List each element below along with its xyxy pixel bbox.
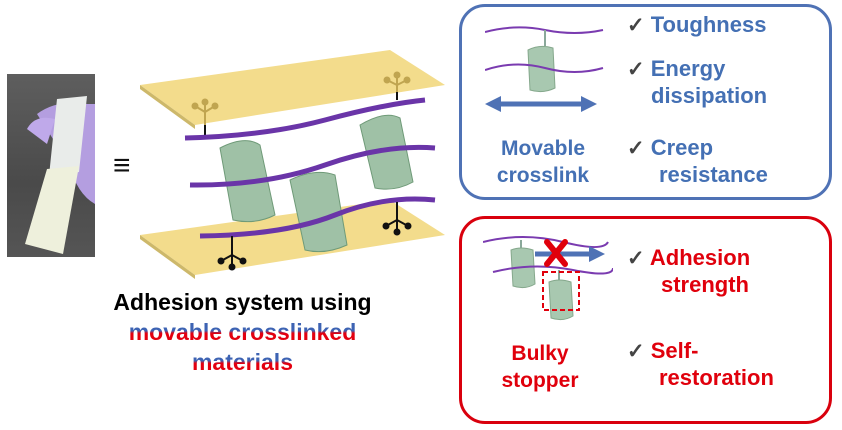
movable-crosslink-illustration bbox=[485, 26, 604, 112]
caption-line-2: movable crosslinked bbox=[128, 319, 357, 345]
caption-line-1: Adhesion system using bbox=[113, 289, 372, 315]
feature-creep-resistance: ✓ Creep resistance bbox=[627, 135, 768, 187]
anchor-bottom-left bbox=[217, 236, 247, 271]
stopper-highlight-box bbox=[542, 271, 580, 311]
gloved-hand-image bbox=[25, 96, 95, 254]
top-substrate bbox=[140, 50, 445, 125]
caption-line-3: materials bbox=[191, 349, 293, 375]
feature-adhesion-strength: ✓ Adhesion strength bbox=[627, 245, 751, 297]
movable-crosslink-panel bbox=[459, 4, 832, 200]
anchor-top-right bbox=[383, 71, 411, 100]
checkmark-icon: ✓ bbox=[627, 137, 645, 160]
polymer-chain-middle bbox=[189, 144, 436, 188]
movable-crosslink-label: Movable crosslink bbox=[496, 137, 590, 187]
sample-photo bbox=[7, 74, 95, 257]
feature-toughness: ✓ Toughness bbox=[627, 12, 767, 37]
bulky-stopper-panel bbox=[459, 216, 832, 424]
checkmark-icon: ✓ bbox=[627, 58, 645, 81]
double-arrow-icon bbox=[485, 96, 597, 112]
cross-mark-icon bbox=[544, 239, 568, 267]
polymer-chain-top bbox=[184, 97, 426, 141]
feature-self-restoration: ✓ Self- restoration bbox=[627, 338, 774, 390]
bulky-stopper-label: Bulky stopper bbox=[501, 342, 579, 392]
adhesion-schematic bbox=[140, 50, 445, 279]
bottom-substrate bbox=[140, 200, 445, 275]
checkmark-icon: ✓ bbox=[627, 14, 645, 37]
figure-caption: Adhesion system using movable crosslinke… bbox=[70, 287, 415, 377]
equivalence-symbol: ≡ bbox=[113, 149, 131, 182]
checkmark-icon: ✓ bbox=[627, 247, 645, 270]
arrow-right-icon bbox=[535, 246, 605, 262]
anchor-top-left bbox=[191, 98, 219, 125]
checkmark-icon: ✓ bbox=[627, 340, 645, 363]
anchor-bottom-right bbox=[382, 202, 412, 236]
cyclodextrin-ring-3 bbox=[289, 171, 348, 253]
feature-energy-dissipation: ✓ Energy dissipation bbox=[627, 56, 768, 108]
bulky-stopper-illustration bbox=[483, 236, 613, 321]
polymer-chain-bottom bbox=[199, 196, 436, 239]
